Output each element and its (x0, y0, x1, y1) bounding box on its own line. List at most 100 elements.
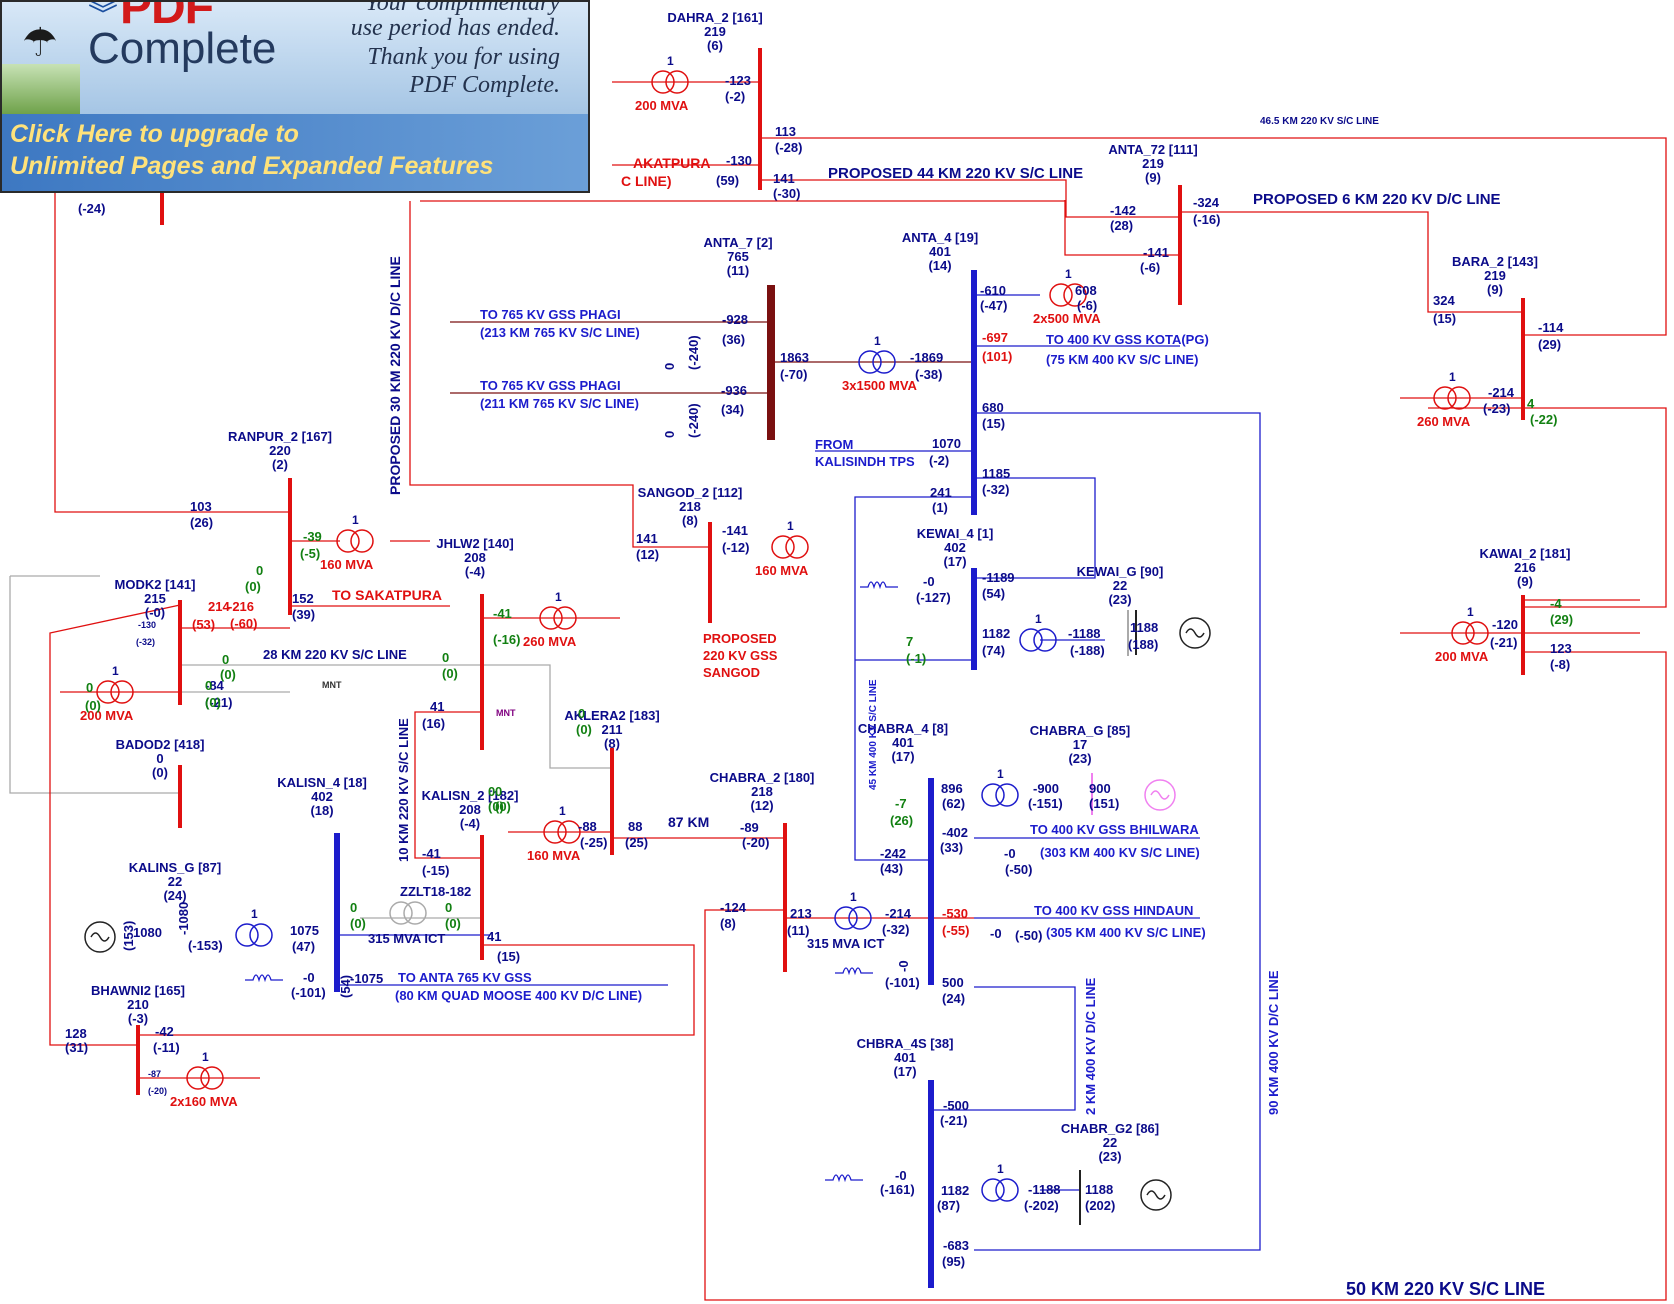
flow-value: (16) (422, 716, 445, 731)
flow-value: -130 (138, 620, 156, 630)
bus-kv-anta7: 765 (727, 249, 749, 264)
annotation-l_50km: 50 KM 220 KV S/C LINE (1346, 1279, 1545, 1299)
flow-value: 88 (628, 819, 642, 834)
flow-value: -4 (1550, 596, 1562, 611)
flow-value: (43) (880, 861, 903, 876)
flow-value: 0 (86, 680, 93, 695)
annotation-l_90km: 90 KM 400 KV D/C LINE (1266, 970, 1281, 1115)
upgrade-link-line-2[interactable]: Unlimited Pages and Expanded Features (10, 152, 494, 180)
flow-value: -87 (148, 1069, 161, 1079)
line-segment-37 (704, 651, 1667, 1301)
bus-name-badod: BADOD2 [418] (116, 737, 205, 752)
flow-value: -216 (228, 599, 254, 614)
flow-value: 1185 (982, 466, 1010, 481)
line-segment-26 (9, 576, 180, 794)
flow-value: -39 (303, 529, 322, 544)
flow-value: 1070 (932, 436, 961, 451)
flow-value: (-21) (205, 695, 232, 710)
bus-kv-badod: 0 (156, 751, 163, 766)
reactor-icon (835, 967, 873, 976)
transformer-rating-label: 2x160 MVA (170, 1094, 238, 1109)
flow-value: 241 (930, 485, 952, 500)
flow-value: 41 (487, 929, 501, 944)
reactor-icon (245, 974, 283, 983)
flow-value: 0 (662, 431, 677, 438)
flow-value: -0 (895, 1168, 907, 1183)
bus-name-modk2: MODK2 [141] (115, 577, 196, 592)
bus-kv-dahra: 219 (704, 24, 726, 39)
flow-value: -214 (885, 906, 912, 921)
flow-value: (24) (942, 991, 965, 1006)
bus-kv-kalisn4: 402 (311, 789, 333, 804)
flow-value: (-16) (493, 632, 520, 647)
flow-value: (-32) (982, 482, 1009, 497)
flow-value: -928 (722, 312, 748, 327)
transformer-anta7-icon (858, 350, 896, 374)
flow-value: (-32) (136, 637, 155, 647)
annotation-l_28km: 28 KM 220 KV S/C LINE (263, 647, 407, 662)
flow-value: (0) (488, 799, 504, 814)
annotation-l_46_5km: 46.5 KM 220 KV S/C LINE (1260, 116, 1379, 127)
flow-value: (47) (292, 939, 315, 954)
flow-value: -130 (726, 153, 752, 168)
line-segment-7 (54, 185, 290, 513)
line-segment-8 (420, 200, 1066, 202)
flow-value: 7 (906, 634, 913, 649)
annotation-hindaun_len: (305 KM 400 KV S/C LINE) (1046, 925, 1206, 940)
flow-value: 0 (445, 900, 452, 915)
flow-value: (95) (942, 1254, 965, 1269)
line-segment-15 (974, 412, 1261, 1251)
flow-value: (-16) (1193, 212, 1220, 227)
annotation-phagi2: TO 765 KV GSS PHAGI (480, 378, 621, 393)
bus-name-kalinsg: KALINS_G [87] (129, 860, 221, 875)
bus-kv-kalinsg: 22 (168, 874, 182, 889)
flow-value: (202) (1085, 1198, 1115, 1213)
bus-angle-bhawni: (-3) (128, 1011, 148, 1026)
transformer-tap-label: 1 (559, 804, 566, 818)
flow-value: -1869 (910, 350, 943, 365)
bus-name-chbra4s: CHBRA_4S [38] (857, 1036, 954, 1051)
bus-angle-chabrg2: (23) (1098, 1149, 1121, 1164)
bus-kv-chabra4: 401 (892, 735, 914, 750)
annotation-mnt1: MNT (322, 680, 342, 690)
generator-kalins-icon (84, 921, 116, 953)
annotation-kota: TO 400 KV GSS KOTA(PG) (1046, 332, 1209, 347)
flow-value: (36) (722, 332, 745, 347)
flow-value: 1182 (982, 626, 1010, 641)
flow-value: -123 (725, 73, 751, 88)
flow-value: (0) (445, 916, 461, 931)
bus-name-kalisn2: KALISN_2 [182] (422, 788, 519, 803)
flow-value: 103 (190, 499, 212, 514)
flow-value: -402 (942, 825, 968, 840)
flow-value: -120 (1492, 617, 1518, 632)
line-segment-4 (1064, 200, 1180, 256)
generator-chabra-icon (1144, 779, 1176, 811)
transformer-anta4-icon (1049, 283, 1087, 307)
flow-value: (62) (942, 796, 965, 811)
flow-value: (54) (982, 586, 1005, 601)
annotation-l_prop30: PROPOSED 30 KM 220 KV D/C LINE (387, 256, 403, 495)
annotation-hindaun: TO 400 KV GSS HINDAUN (1034, 903, 1193, 918)
banner-message-line-3: Thank you for using (367, 44, 560, 70)
flow-value: -88 (578, 819, 597, 834)
transformer-chabra4-icon (981, 783, 1019, 807)
bus-angle-kewai4: (17) (943, 554, 966, 569)
flow-value: 213 (790, 906, 812, 921)
bus-angle-anta7: (11) (727, 263, 749, 278)
flow-value: -214 (1488, 385, 1515, 400)
bus-name-chabra2: CHABRA_2 [180] (710, 770, 815, 785)
flow-value: 680 (982, 400, 1004, 415)
bus-angle-aklera: (8) (604, 736, 620, 751)
flow-value: (0) (245, 579, 261, 594)
upgrade-banner[interactable]: ︾ PDF Complete ☂ Your complimentary use … (0, 0, 590, 193)
upgrade-link-line-1[interactable]: Click Here to upgrade to (10, 120, 299, 148)
flow-value: 1863 (780, 350, 809, 365)
line-segment-18 (854, 496, 974, 861)
transformer-sangod-icon (771, 535, 809, 559)
flow-value: (29) (1538, 337, 1561, 352)
flow-value: 0 (205, 678, 212, 693)
upgrade-link-strip[interactable] (2, 114, 588, 191)
transformer-rating-label: 2x500 MVA (1033, 311, 1101, 326)
flow-value: -1188 (1068, 626, 1101, 641)
